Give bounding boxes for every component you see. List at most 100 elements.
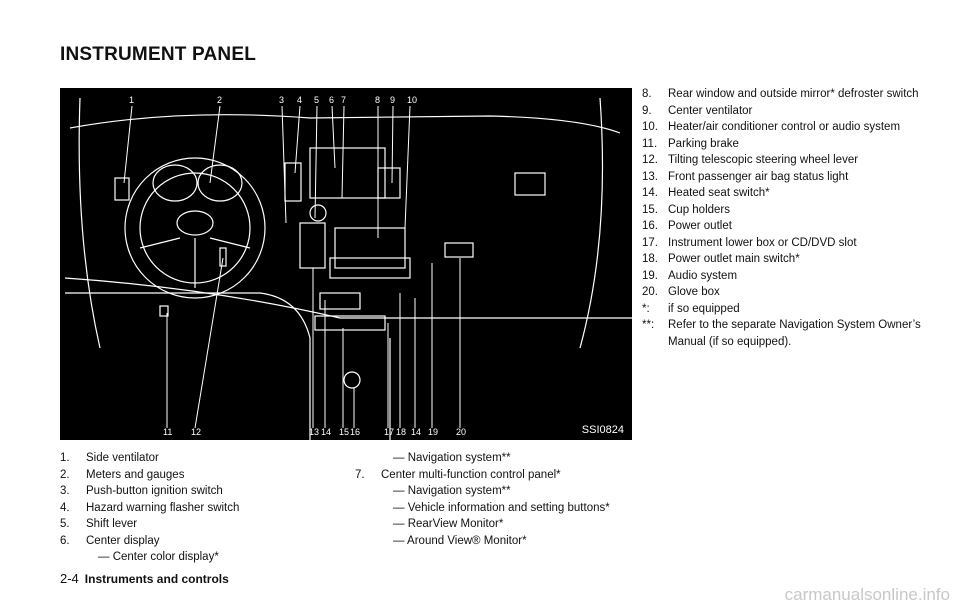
legend-number: 2. <box>60 468 70 481</box>
legend-number <box>355 533 381 550</box>
legend-item: 11. Parking brake <box>642 136 927 153</box>
legend-item: 20. Glove box <box>642 284 927 301</box>
legend-item: 9. Center ventilator <box>642 103 927 120</box>
legend-number: 10. <box>642 121 658 133</box>
legend-text: — Around View® Monitor* <box>393 534 527 547</box>
legend-number: 3. <box>60 485 70 497</box>
legend-item: 12. Tilting telescopic steering wheel lev… <box>642 152 927 169</box>
callout-label: 17 <box>384 427 394 437</box>
callout-label: 16 <box>350 427 360 437</box>
legend-item: — Vehicle information and setting button… <box>355 500 635 517</box>
legend-item: 2. Meters and gauges <box>60 467 350 484</box>
legend-text: if so equipped <box>668 302 740 315</box>
legend-text: Tilting telescopic steering wheel lever <box>668 154 859 166</box>
legend-text: Rear window and outside mirror* defroste… <box>668 88 919 100</box>
callout-label: 18 <box>396 427 406 437</box>
legend-number: **: <box>642 319 655 331</box>
callout-label: 7 <box>341 95 346 105</box>
legend-text: Heated seat switch* <box>668 187 770 199</box>
callout-label: 19 <box>428 427 438 437</box>
legend-number: 1. <box>60 452 70 464</box>
legend-item: 4. Hazard warning flasher switch <box>60 500 350 517</box>
page-footer: 2-4 Instruments and controls <box>60 571 229 586</box>
legend-text: Glove box <box>668 286 720 298</box>
legend-text: Heater/air conditioner control or audio … <box>668 121 901 133</box>
legend-number <box>355 500 381 517</box>
legend-number: 7. <box>355 468 365 481</box>
legend-item: — RearView Monitor* <box>355 516 635 533</box>
legend-text: — Navigation system** <box>393 485 511 497</box>
legend-item: 14. Heated seat switch* <box>642 185 927 202</box>
legend-number: 9. <box>642 104 652 117</box>
watermark: carmanualsonline.info <box>784 585 950 604</box>
legend-item: 16. Power outlet <box>642 218 927 235</box>
legend-number: 19. <box>642 269 658 282</box>
legend-text: Audio system <box>668 269 738 282</box>
legend-number: 8. <box>642 88 652 100</box>
page-number: 2-4 <box>60 571 79 586</box>
callout-label: 5 <box>314 95 319 105</box>
legend-number <box>60 549 86 566</box>
legend-item: — Center color display* <box>60 549 350 566</box>
callout-label: 10 <box>407 95 417 105</box>
legend-item: 19. Audio system <box>642 268 927 285</box>
legend-text: — Navigation system** <box>393 452 511 464</box>
legend-right-column: 8. Rear window and outside mirror* defros… <box>642 86 927 350</box>
legend-item: **:Refer to the separate Navigation Syst… <box>642 317 927 350</box>
legend-text: Shift lever <box>86 518 138 530</box>
callout-label: 6 <box>329 95 334 105</box>
legend-text: — RearView Monitor* <box>393 518 504 530</box>
legend-number: 12. <box>642 154 658 166</box>
legend-text: Power outlet main switch* <box>668 253 800 265</box>
callout-label: 14 <box>321 427 331 437</box>
legend-text: Power outlet <box>668 220 732 232</box>
callout-label: 13 <box>309 427 319 437</box>
page-heading: INSTRUMENT PANEL <box>60 44 257 65</box>
legend-left-column: 1. Side ventilator 2. Meters and gauges 3. Pu… <box>60 450 350 566</box>
legend-number: 11. <box>642 137 658 150</box>
legend-text: Instrument lower box or CD/DVD slot <box>668 236 857 249</box>
legend-text: Center display <box>86 534 160 547</box>
legend-item: 13. Front passenger air bag status light <box>642 169 927 186</box>
legend-item: 17. Instrument lower box or CD/DVD slot <box>642 235 927 252</box>
legend-text: Meters and gauges <box>86 468 185 481</box>
legend-text: Cup holders <box>668 203 731 216</box>
legend-text: Hazard warning flasher switch <box>86 501 240 514</box>
legend-number <box>355 516 381 533</box>
legend-item: 10. Heater/air conditioner control or aud… <box>642 119 927 136</box>
callout-label: 15 <box>339 427 349 437</box>
section-title: Instruments and controls <box>84 572 229 586</box>
legend-number: 14. <box>642 187 658 199</box>
callout-label: 3 <box>279 95 284 105</box>
legend-text: Side ventilator <box>86 452 159 464</box>
figure-code: SSI0824 <box>581 424 624 436</box>
legend-item: 18. Power outlet main switch* <box>642 251 927 268</box>
legend-number: 20. <box>642 286 658 298</box>
legend-text: Front passenger air bag status light <box>668 170 849 183</box>
callout-label: 20 <box>456 427 466 437</box>
legend-number: 4. <box>60 501 70 514</box>
legend-item: 8. Rear window and outside mirror* defros… <box>642 86 927 103</box>
legend-text: Center multi-function control panel* <box>381 468 561 481</box>
legend-text: Push-button ignition switch <box>86 485 223 497</box>
legend-number: 16. <box>642 220 658 232</box>
legend-number <box>355 450 381 467</box>
legend-number: 15. <box>642 203 658 216</box>
legend-number: 18. <box>642 253 658 265</box>
legend-text: Parking brake <box>668 137 739 150</box>
legend-item: 1. Side ventilator <box>60 450 350 467</box>
legend-number: 17. <box>642 236 658 249</box>
legend-item: 15. Cup holders <box>642 202 927 219</box>
legend-item: *: if so equipped <box>642 301 927 318</box>
legend-number <box>355 483 381 500</box>
callout-label: 2 <box>217 95 222 105</box>
callout-label: 8 <box>375 95 380 105</box>
callout-label: 4 <box>297 95 302 105</box>
legend-number: 13. <box>642 170 658 183</box>
legend-item: 6.Center display <box>60 533 350 550</box>
legend-text: Center ventilator <box>668 104 753 117</box>
legend-middle-column: — Navigation system** 7. Center multi-func… <box>355 450 635 549</box>
legend-number: *: <box>642 302 650 315</box>
